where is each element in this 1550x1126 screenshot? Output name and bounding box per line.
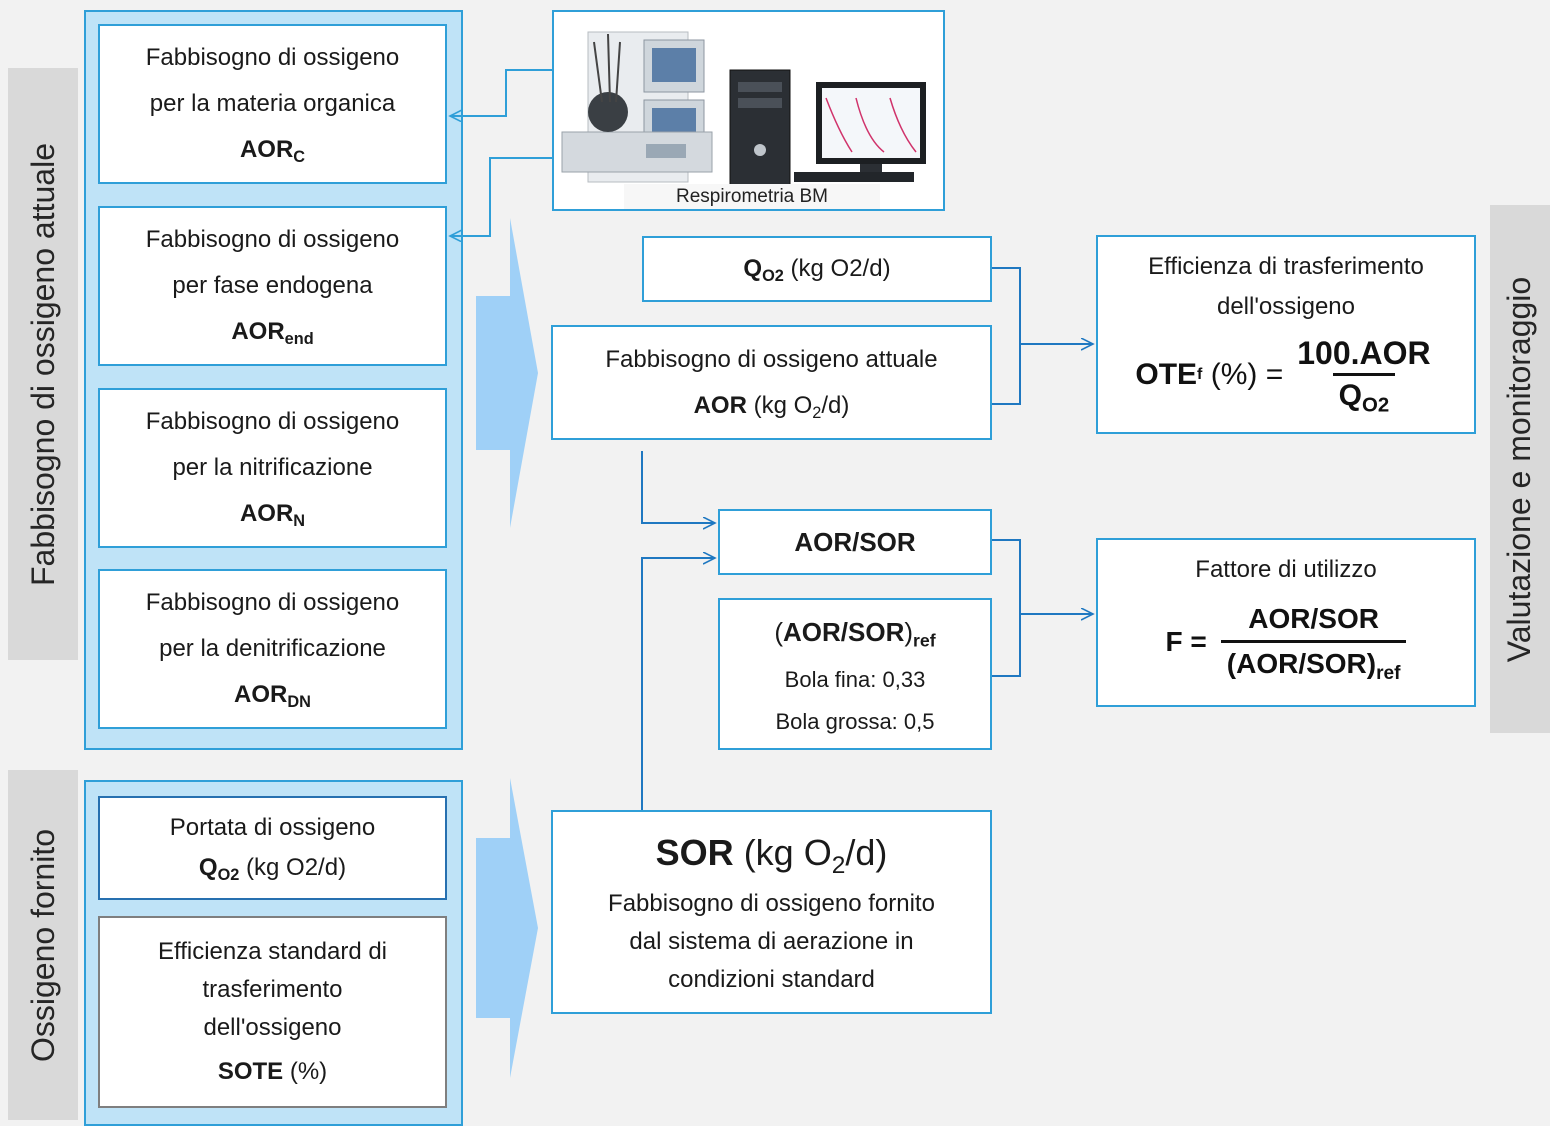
aor-sor-label: AOR/SOR: [794, 527, 916, 557]
chevron-arrow-bottom: [476, 778, 538, 1078]
bola-fina-line: Bola fina: 0,33: [784, 667, 926, 692]
f-formula: F = AOR/SOR (AOR/SOR)ref: [1166, 598, 1407, 685]
ote-line2: dell'ossigeno: [1216, 293, 1355, 320]
respirometer-illustration: [561, 31, 926, 209]
aor-total-line1: Fabbisogno di ossigeno attuale: [605, 345, 938, 373]
aor-total-box: Fabbisogno di ossigeno attuale AOR (kg O…: [551, 325, 992, 440]
side-label-actual: Fabbisogno di ossigeno attuale: [8, 68, 78, 660]
sote-symbol: SOTE (%): [217, 1058, 328, 1085]
aor-dn-box: Fabbisogno di ossigeno per la denitrific…: [98, 569, 447, 729]
respirometry-box: Respirometria BM: [552, 10, 945, 211]
oxygen-flow-symbol: QO2 (kg O2/d): [198, 854, 347, 885]
aor-sor-ref-box: (AOR/SOR)ref Bola fina: 0,33 Bola grossa…: [718, 598, 992, 750]
aor-n-box: Fabbisogno di ossigeno per la nitrificaz…: [98, 388, 447, 548]
aor-c-box: Fabbisogno di ossigeno per la materia or…: [98, 24, 447, 184]
aor-n-line2: per la nitrificazione: [172, 454, 373, 481]
aor-dn-symbol: AORDN: [234, 681, 311, 712]
side-label-evaluation-text: Valutazione e monitoraggio: [1501, 276, 1538, 662]
aor-dn-line2: per la denitrificazione: [159, 635, 386, 662]
aor-c-line2: per la materia organica: [149, 90, 396, 117]
sote-line3: dell'ossigeno: [203, 1014, 342, 1041]
aor-total-symbol: AOR (kg O2/d): [693, 391, 850, 422]
sor-box: SOR (kg O2/d) Fabbisogno di ossigeno for…: [551, 810, 992, 1014]
side-label-supplied: Ossigeno fornito: [8, 770, 78, 1120]
aor-n-line1: Fabbisogno di ossigeno: [145, 408, 400, 435]
sote-line2: trasferimento: [202, 976, 343, 1003]
sor-line1: Fabbisogno di ossigeno fornito: [608, 890, 935, 917]
qo2-label: QO2 (kg O2/d): [743, 255, 891, 286]
side-label-evaluation: Valutazione e monitoraggio: [1490, 205, 1550, 733]
bola-grossa-line: Bola grossa: 0,5: [775, 709, 935, 734]
ote-line1: Efficienza di trasferimento: [1148, 253, 1424, 280]
side-label-actual-text: Fabbisogno di ossigeno attuale: [24, 142, 61, 586]
aor-n-symbol: AORN: [239, 500, 306, 531]
aor-end-symbol: AORend: [231, 318, 314, 349]
aor-sor-box: AOR/SOR: [718, 509, 992, 575]
aor-sor-ref-label: (AOR/SOR)ref: [774, 617, 936, 651]
aor-end-box: Fabbisogno di ossigeno per fase endogena…: [98, 206, 447, 366]
chevron-arrow-top: [476, 218, 538, 528]
respirometry-caption: Respirometria BM: [675, 186, 829, 207]
oxygen-flow-line1: Portata di ossigeno: [169, 814, 376, 841]
qo2-box: QO2 (kg O2/d): [642, 236, 992, 302]
f-title: Fattore di utilizzo: [1195, 556, 1377, 583]
sor-line3: condizioni standard: [668, 966, 875, 993]
aor-end-line1: Fabbisogno di ossigeno: [145, 226, 400, 253]
aor-end-line2: per fase endogena: [172, 272, 373, 299]
f-box: Fattore di utilizzo F = AOR/SOR (AOR/SOR…: [1096, 538, 1476, 707]
sote-box: Efficienza standard di trasferimento del…: [98, 916, 447, 1108]
sor-symbol: SOR (kg O2/d): [655, 832, 888, 879]
aor-c-line1: Fabbisogno di ossigeno: [145, 44, 400, 71]
sor-line2: dal sistema di aerazione in: [629, 928, 914, 955]
oxygen-flow-box: Portata di ossigeno QO2 (kg O2/d): [98, 796, 447, 900]
ote-box: Efficienza di trasferimento dell'ossigen…: [1096, 235, 1476, 434]
aor-c-symbol: AORC: [239, 136, 306, 167]
side-label-supplied-text: Ossigeno fornito: [24, 828, 61, 1062]
aor-dn-line1: Fabbisogno di ossigeno: [145, 589, 400, 616]
sote-line1: Efficienza standard di: [157, 938, 388, 965]
